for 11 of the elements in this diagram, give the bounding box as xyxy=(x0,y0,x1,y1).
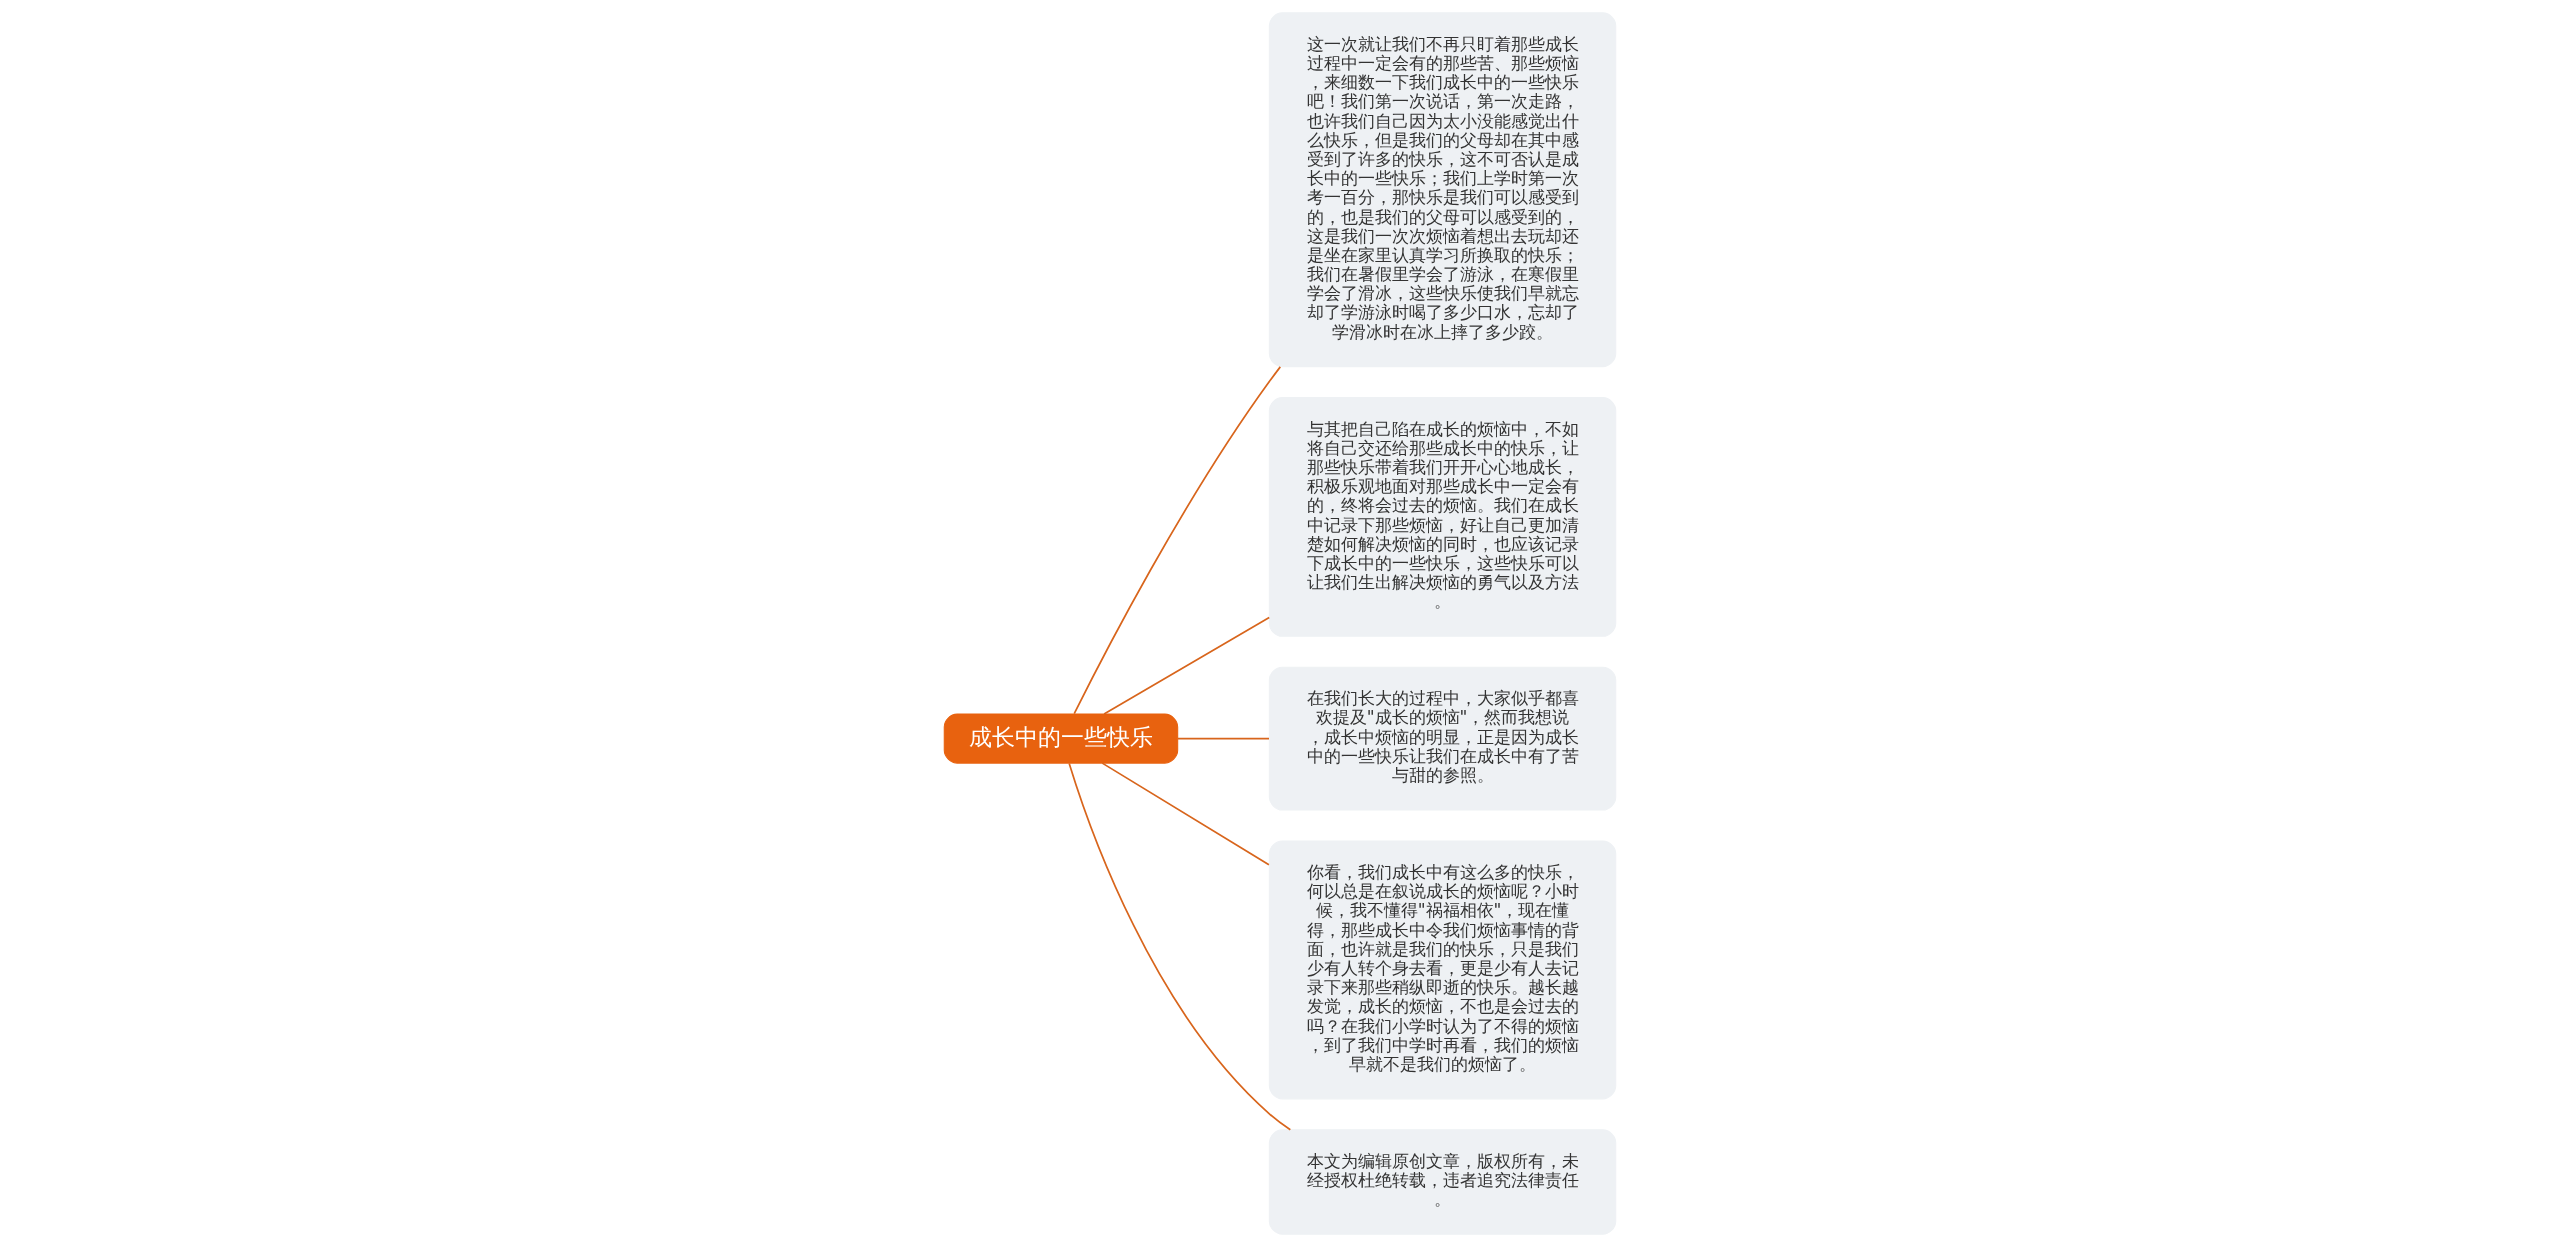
node-box: 在我们长大的过程中，大家似乎都喜欢提及"成长的烦恼"，然而我想说，成长中烦恼的明显，正是因为成长中的一些快乐让我们在成长中有了苦与甜的参照。 xyxy=(1268,666,1617,811)
connector xyxy=(1073,366,1282,715)
node-box: 这一次就让我们不再只盯着那些成长过程中一定会有的那些苦、那些烦恼，来细数一下我们成长中的一些快乐吧！我们第一次说话，第一次走路，也许我们自己因为太小没能感觉出什么快乐，但是我们的父母却在其中感受到了许多的快乐，这不可否认是成长中的一些快乐；我们上学时第一次考一百分，那快乐是我们可以感受到的，也是我们的父母可以感受到的，这是我们一次次烦恼着想出去玩却还是坐在家里认真学习所换取的快乐；我们在暑假里学会了游泳，在寒假里学会了滑冰，这些快乐使我们早就忘却了学游泳时喝了多少口水，忘却了学滑冰时在冰上摔了多少跤。 xyxy=(1268,12,1617,368)
connector xyxy=(1101,762,1270,866)
node-box: 与其把自己陷在成长的烦恼中，不如将自己交还给那些成长中的快乐，让那些快乐带着我们开开心心地成长，积极乐观地面对那些成长中一定会有的，终将会过去的烦恼。我们在成长中记录下那些烦恼，好让自己更加清楚如何解决烦恼的同时，也应该记录下成长中的一些快乐，这些快乐可以让我们生出解决烦恼的勇气以及方法。 xyxy=(1268,397,1617,637)
connector xyxy=(1177,737,1270,740)
connector xyxy=(1068,762,1292,1131)
connector xyxy=(1103,616,1271,715)
node-box: 成长中的一些快乐 xyxy=(943,713,1179,764)
node-box: 你看，我们成长中有这么多的快乐，何以总是在叙说成长的烦恼呢？小时候，我不懂得"祸福相依"，现在懂得，那些成长中令我们烦恼事情的背面，也许就是我们的快乐，只是我们少有人转个身去看，更是少有人去记录下来那些稍纵即逝的快乐。越长越发觉，成长的烦恼，不也是会过去的吗？在我们小学时认为了不得的烦恼，到了我们中学时再看，我们的烦恼早就不是我们的烦恼了。 xyxy=(1268,840,1617,1100)
node-box: 本文为编辑原创文章，版权所有，未经授权杜绝转载，违者追究法律责任。 xyxy=(1268,1129,1617,1235)
